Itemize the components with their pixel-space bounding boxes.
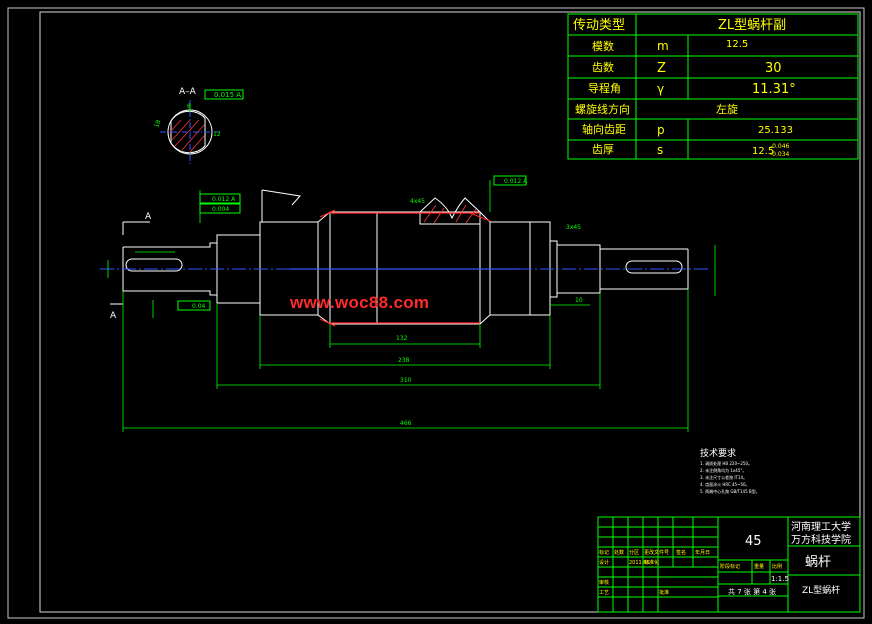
dim-466: 466: [400, 420, 412, 427]
tb-standard-label: 标准化: [644, 559, 659, 566]
dim-10: 10: [575, 297, 583, 304]
title-part-name: 蜗杆: [805, 554, 831, 570]
tol-right: 0.012 A: [504, 178, 528, 185]
tb-scale-label: 比例: [772, 563, 782, 570]
tb-header-3: 更改文件号: [644, 549, 669, 556]
outer-border: [7, 7, 865, 619]
inner-border: [39, 11, 861, 613]
title-material: 45: [745, 534, 762, 549]
tech-req-item-5: 5. 两端中心孔按 GB/T145 B型。: [700, 488, 760, 494]
param-name-teeth: 齿数: [592, 61, 614, 74]
tech-req-item-1: 1. 调质处理 HB 220~250。: [700, 460, 752, 466]
section-dim-width: 6: [187, 103, 191, 110]
param-value-teeth: 30: [765, 61, 782, 76]
param-symbol-gamma: γ: [657, 82, 664, 96]
param-table: [567, 13, 859, 160]
param-value-thickness-lower: -0.034: [770, 151, 790, 158]
tb-header-4: 签名: [676, 549, 686, 556]
param-name-thickness: 齿厚: [592, 143, 614, 156]
section-tolerance-frame: [204, 89, 244, 100]
section-view: A–A 0.015 A 6 18 12: [153, 87, 244, 165]
param-value-module: 12.5: [726, 39, 748, 50]
title-school-1: 河南理工大学: [791, 520, 851, 533]
section-dim-depth: 18: [153, 119, 162, 129]
dimension-lines: [107, 180, 716, 432]
param-name-module: 模数: [592, 40, 614, 53]
watermark: www.woc88.com: [290, 293, 430, 312]
tb-design-label: 设计: [599, 559, 609, 566]
tb-header-2: 分区: [629, 549, 639, 556]
param-value-pitch: 25.133: [758, 125, 793, 136]
tol-left-bottom: 0.004: [212, 206, 229, 213]
dim-310: 310: [400, 377, 412, 384]
param-value-thickness: 12.5: [752, 146, 774, 157]
tb-approve-label: 批准: [659, 589, 669, 596]
tolerance-frames: 0.012 A 0.004 0.012 A 0.04: [177, 175, 528, 311]
dim-238: 238: [398, 357, 410, 364]
section-marker-top: A: [145, 212, 152, 222]
keyway-left: [125, 258, 183, 272]
section-title: A–A: [179, 87, 197, 97]
tb-review-label: 审核: [599, 579, 609, 586]
thread-highlights: [319, 209, 491, 327]
param-value-helix: 左旋: [716, 102, 738, 116]
param-name-lead-angle: 导程角: [588, 82, 621, 95]
param-value-lead-angle: 11.31°: [752, 82, 796, 97]
tol-lower: 0.04: [192, 303, 206, 310]
param-symbol-z: Z: [657, 61, 666, 76]
param-symbol-m: m: [657, 39, 669, 53]
tb-header-1: 处数: [614, 549, 624, 556]
section-tolerance: 0.015 A: [214, 91, 241, 99]
section-marker-bottom: A: [110, 311, 117, 321]
dim-chamfer-right: 3x45: [566, 224, 581, 231]
tb-header-0: 标记: [599, 549, 609, 556]
title-sheets: 共 7 张 第 4 张: [728, 587, 776, 596]
param-value-thickness-upper: -0.046: [770, 143, 790, 150]
tb-header-5: 年月日: [695, 549, 710, 556]
tb-process-label: 工艺: [599, 590, 609, 596]
tech-requirements: 技术要求 1. 调质处理 HB 220~250。 2. 未注倒角均为 1x45°…: [700, 447, 760, 494]
worm-tooth-section: [419, 197, 481, 225]
param-symbol-s: s: [657, 143, 663, 157]
param-header-type: 传动类型: [573, 18, 625, 33]
title-block: [597, 516, 861, 613]
tb-weight-label: 重量: [754, 563, 764, 570]
title-drawing-no: ZL型蜗杆: [802, 584, 840, 596]
tech-req-item-2: 2. 未注倒角均为 1x45°。: [700, 467, 746, 473]
tb-stage-label: 阶段标记: [720, 563, 740, 570]
tech-req-item-3: 3. 未注尺寸公差按 IT14。: [700, 474, 747, 480]
title-school-2: 万方科技学院: [791, 533, 851, 546]
title-scale: 1:1.5: [771, 575, 789, 583]
tb-design-date: 2011.06: [629, 560, 650, 566]
tech-req-title: 技术要求: [700, 447, 736, 459]
section-keyway: [170, 110, 206, 154]
dim-132: 132: [396, 335, 408, 342]
tech-req-item-4: 4. 齿面淬火 HRC 45~50。: [700, 481, 750, 487]
worm-shaft: [122, 189, 689, 325]
section-dim-key: 12: [213, 131, 221, 138]
section-hatch: [169, 119, 205, 153]
param-header-pair: ZL型蜗杆副: [718, 17, 786, 33]
keyway-right: [625, 260, 683, 274]
param-symbol-p: p: [657, 123, 665, 137]
tol-left-top: 0.012 A: [212, 196, 236, 203]
param-name-pitch: 轴向齿距: [582, 122, 626, 136]
param-name-helix: 螺旋线方向: [575, 102, 630, 116]
section-markers: A A: [110, 212, 152, 321]
dim-chamfer-top: 4x45: [410, 198, 425, 205]
